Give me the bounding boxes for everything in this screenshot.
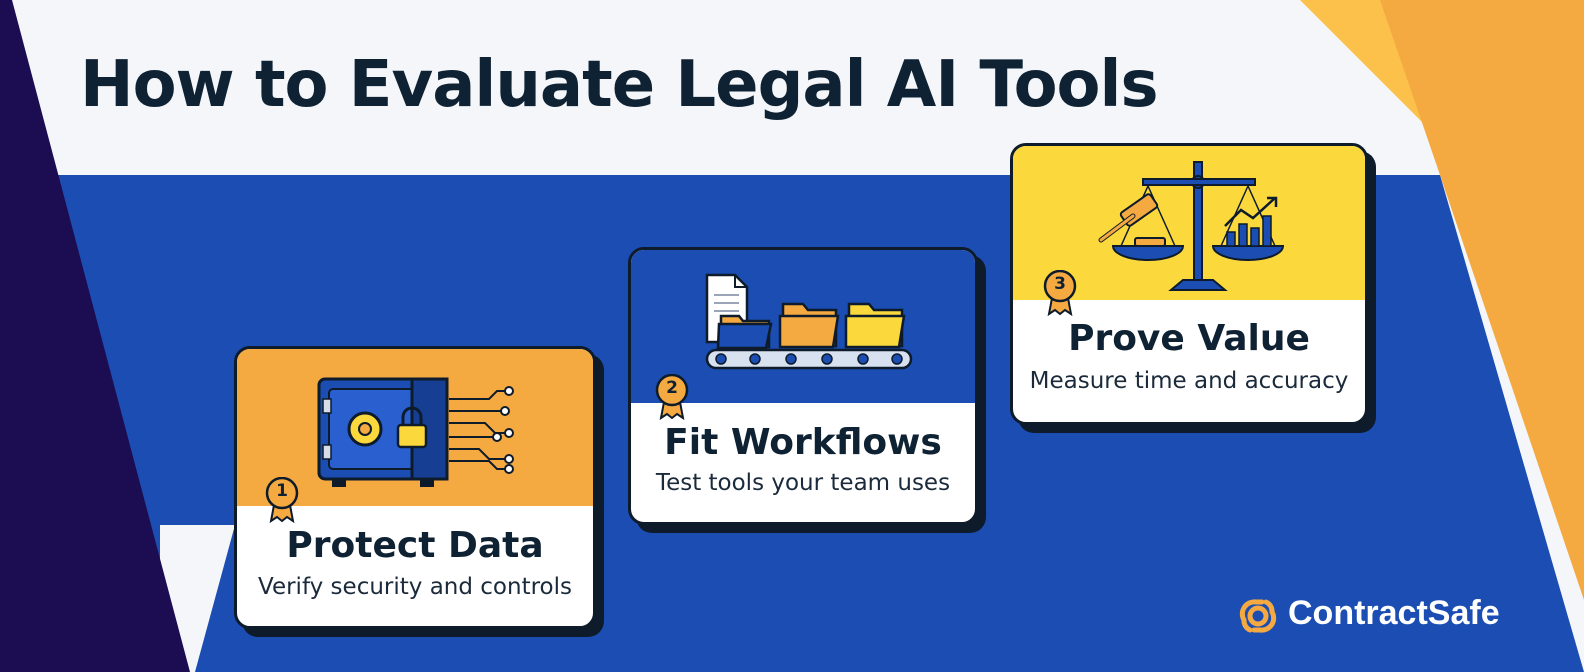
step-number: 1	[276, 481, 288, 501]
step-subtitle: Measure time and accuracy	[1029, 368, 1349, 394]
step-number-badge: 3	[1043, 269, 1077, 317]
step-number-badge: 2	[655, 373, 689, 421]
step-card-prove-value: 3 Prove Value Measure time and accuracy	[1010, 143, 1368, 425]
page-title: How to Evaluate Legal AI Tools	[80, 48, 1159, 122]
step-title: Fit Workflows	[664, 422, 942, 463]
step-number: 2	[666, 378, 678, 398]
scales-gavel-chart-icon	[1098, 161, 1285, 291]
card-illustration	[1013, 146, 1365, 300]
step-card-fit-workflows: 2 Fit Workflows Test tools your team use…	[628, 247, 978, 525]
step-number-badge: 1	[265, 476, 299, 524]
card-illustration	[631, 250, 975, 403]
step-title: Prove Value	[1068, 318, 1310, 359]
brand-logo: ContractSafe	[1236, 592, 1536, 640]
card-illustration	[237, 349, 593, 506]
brand-name: ContractSafe	[1288, 594, 1500, 632]
step-title: Protect Data	[286, 525, 544, 566]
contractsafe-logo-icon	[1239, 599, 1277, 633]
step-subtitle: Verify security and controls	[258, 574, 572, 600]
step-number: 3	[1054, 274, 1066, 294]
safe-circuit-icon	[317, 377, 514, 487]
conveyor-folders-icon	[705, 273, 913, 370]
step-card-protect-data: 1 Protect Data Verify security and contr…	[234, 346, 596, 629]
step-subtitle: Test tools your team uses	[655, 470, 951, 496]
